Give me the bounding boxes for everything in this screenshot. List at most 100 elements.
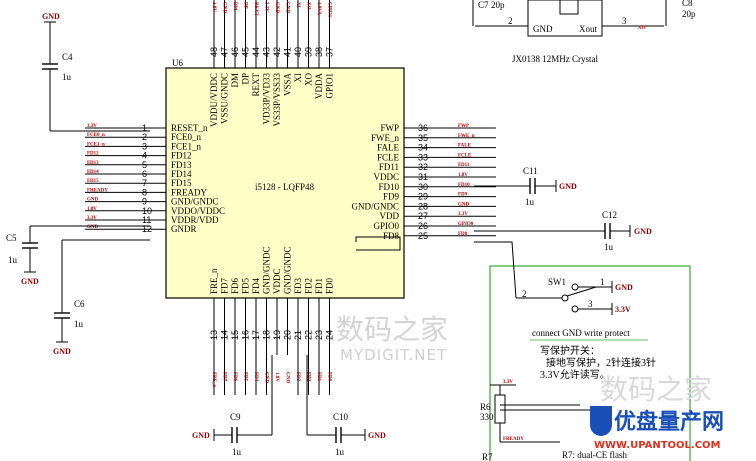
top-pin-label: VSSU/GNDC <box>220 73 230 124</box>
bottom-pin-number: 15 <box>230 330 240 340</box>
right-pin-label: FD10 <box>378 182 399 192</box>
right-pin-number: 28 <box>418 201 428 211</box>
c8-value: 20p <box>682 9 696 19</box>
upan-logo-en: WWW.UPANTOOL.COM <box>594 440 721 451</box>
left-pin-label: FD12 <box>171 151 192 161</box>
left-pin-number: 8 <box>142 187 147 197</box>
top-pin-number: 41 <box>283 47 293 57</box>
capacitor-c11: GND C11 1u <box>474 166 577 207</box>
left-pin-net: GND <box>87 198 99 203</box>
watermark-mydigit-en: MYDIGIT.NET <box>340 346 448 364</box>
c5-ref: C5 <box>6 233 17 243</box>
top-pin-number: 47 <box>220 47 230 57</box>
left-pin-net: FREADY <box>87 188 108 193</box>
left-pin-net: 3.3V <box>87 124 97 129</box>
bottom-pin-label: GND/GNDC <box>283 246 293 294</box>
left-pin-label: FD13 <box>171 160 192 170</box>
left-pin-label: FREADY <box>171 187 208 197</box>
top-pin-net: DM <box>232 2 237 11</box>
right-pin-net: FD9 <box>458 193 468 198</box>
right-pin-net: 3.3V <box>458 212 468 217</box>
top-pin-number: 43 <box>262 47 272 57</box>
ic-body <box>165 67 405 299</box>
left-pin-number: 9 <box>142 197 147 207</box>
right-pin-number: 32 <box>418 162 428 172</box>
c4-ref: C4 <box>62 52 73 62</box>
bottom-pin-number: 20 <box>283 330 293 340</box>
right-pin-number: 34 <box>418 143 428 153</box>
bottom-pin-label: FD7 <box>220 277 230 294</box>
bottom-pin-net: FRE_n <box>211 372 216 388</box>
gnd-label-c10: GND <box>368 431 386 440</box>
resistor-r6: 3.3V R6 330 FREADY <box>480 380 590 443</box>
bottom-pin-number: 21 <box>293 330 303 340</box>
crystal-xout: Xout <box>579 24 597 34</box>
gpio0-wire <box>474 241 517 299</box>
r6-net-out: FREADY <box>503 437 524 442</box>
right-pin-net: GPIO0 <box>458 222 474 227</box>
right-pin-number: 27 <box>418 211 428 221</box>
right-pin-net: GND <box>458 202 470 207</box>
capacitor-c6: C6 1u GND <box>53 239 150 356</box>
switch-sw1: SW1 2 1 3 GND 3.3V connect GND write pro… <box>516 277 648 341</box>
left-pin-number: 7 <box>142 178 147 188</box>
bottom-pin-number: 23 <box>314 330 324 340</box>
bottom-pin-net: 1.8V <box>274 372 279 382</box>
bottom-pin-net: GND <box>264 372 269 384</box>
gnd-label-c12: GND <box>634 227 652 236</box>
left-pin-number: 10 <box>142 206 152 216</box>
top-pin-net: GND <box>285 2 290 14</box>
r6-value: 330 <box>480 412 494 422</box>
top-pin-net: GND <box>222 2 227 14</box>
bottom-pin-label: FD6 <box>230 277 240 294</box>
bottom-pin-label: FD4 <box>251 277 261 294</box>
note-line-1: 写保护开关： <box>540 346 600 357</box>
top-pin-number: 48 <box>209 47 219 57</box>
capacitor-c9: GND C9 1u <box>192 355 273 457</box>
right-pin-label: FD11 <box>379 162 399 172</box>
left-pin-number: 2 <box>142 132 147 142</box>
top-pin-net: XI <box>295 2 300 8</box>
top-pin-label: VS33P/VSS33 <box>272 73 282 127</box>
bottom-pin-number: 17 <box>251 330 261 340</box>
right-pin-net: FWE_n <box>458 134 475 139</box>
top-pin-number: 45 <box>241 47 251 57</box>
bottom-pin-net: FD1 <box>316 372 321 382</box>
c8-ref: C8 <box>682 0 693 8</box>
c9-value: 1u <box>232 447 242 457</box>
sw1-pin3: 3 <box>588 299 593 309</box>
right-pin-net: FWP <box>458 124 469 129</box>
right-pin-label: FD9 <box>383 192 400 202</box>
left-pin-number: 5 <box>142 160 147 170</box>
bottom-pin-group: 13FRE_nFRE_n14FD7FD715FD6FD616FD5FD517FD… <box>209 246 335 395</box>
top-pin-label: GPIO1 <box>325 73 335 99</box>
bottom-pin-label: VDDC <box>272 268 282 294</box>
watermark-corner-cn: 数码之家 <box>600 373 713 406</box>
right-pin-number: 26 <box>418 221 428 231</box>
left-pin-net: FCE1_n <box>87 142 105 147</box>
bottom-pin-label: FD3 <box>293 277 303 294</box>
top-pin-number: 44 <box>251 47 261 57</box>
bottom-pin-net: FD5 <box>243 372 248 382</box>
bottom-pin-net: FD7 <box>222 372 227 382</box>
top-pin-label: VDDU/VDDC <box>209 73 219 127</box>
left-pin-number: 1 <box>142 123 147 133</box>
bottom-pin-net: FD6 <box>232 372 237 382</box>
right-pin-label: FCLE <box>377 152 400 162</box>
c10-ref: C10 <box>333 412 349 422</box>
top-pin-number: 37 <box>325 47 335 57</box>
bottom-pin-label: FD1 <box>314 278 324 294</box>
left-pin-net: FCE0_n <box>87 133 105 138</box>
top-pin-net: 1.8VA <box>316 2 321 15</box>
left-pin-net: FD15 <box>87 179 99 184</box>
crystal-xo-net: XO <box>638 26 646 31</box>
left-pin-net: FD14 <box>87 170 99 175</box>
gnd-label-c9: GND <box>192 431 210 440</box>
left-pin-number: 6 <box>142 169 147 179</box>
bottom-pin-label: FD2 <box>304 278 314 294</box>
left-pin-net: 3.3V <box>87 216 97 221</box>
r6-ref: R6 <box>480 402 491 412</box>
c7-value: 20p <box>491 0 505 10</box>
